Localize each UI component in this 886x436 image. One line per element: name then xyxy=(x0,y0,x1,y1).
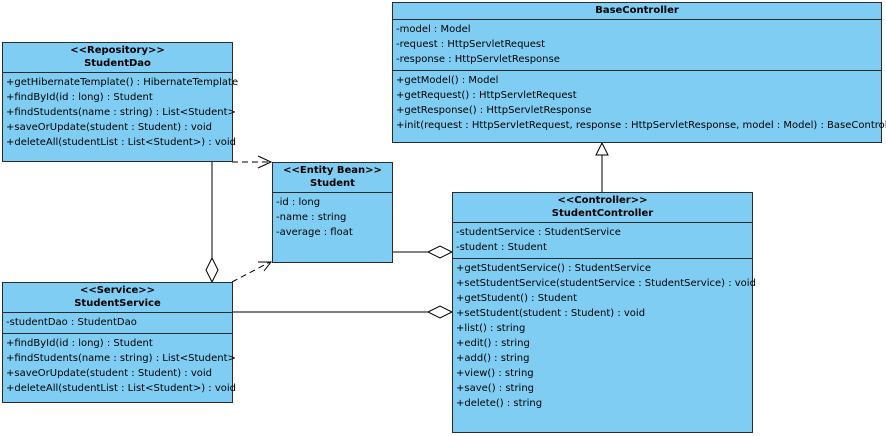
aggregation-diamond-controller-student xyxy=(426,245,454,259)
class-name: BaseController xyxy=(595,5,679,16)
attribute: -studentDao : StudentDao xyxy=(6,317,137,328)
operation: +setStudentService(studentService : Stud… xyxy=(456,278,756,289)
dependency-arrowhead-dao xyxy=(257,155,273,169)
operations-section: +findById(id : long) : Student +findStud… xyxy=(3,334,237,399)
class-header: <<Controller>> StudentController xyxy=(453,193,752,223)
class-header: <<Entity Bean>> Student xyxy=(273,163,392,193)
operation: +findStudents(name : string) : List<Stud… xyxy=(6,353,236,364)
class-student-service[interactable]: <<Service>> StudentService -studentDao :… xyxy=(2,282,237,403)
operation: +getStudent() : Student xyxy=(456,293,578,304)
class-student[interactable]: <<Entity Bean>> Student -id : long -name… xyxy=(272,162,393,263)
operation: +findById(id : long) : Student xyxy=(6,92,153,103)
class-student-controller[interactable]: <<Controller>> StudentController -studen… xyxy=(452,192,756,433)
operation: +add() : string xyxy=(456,353,530,364)
class-stereotype: <<Controller>> xyxy=(557,195,648,206)
dependency-line-service-student xyxy=(231,261,271,283)
attributes-section: -model : Model -request : HttpServletReq… xyxy=(393,20,881,71)
class-name: StudentService xyxy=(74,298,161,309)
attribute: -studentService : StudentService xyxy=(456,227,621,238)
operation: +deleteAll(studentList : List<Student>) … xyxy=(6,383,237,394)
operation: +getResponse() : HttpServletResponse xyxy=(396,105,592,116)
attribute: -model : Model xyxy=(396,24,471,35)
operation: +getRequest() : HttpServletRequest xyxy=(396,90,577,101)
aggregation-diamond-controller-service xyxy=(426,305,454,319)
operation: +findStudents(name : string) : List<Stud… xyxy=(6,107,236,118)
attribute: -request : HttpServletRequest xyxy=(396,39,546,50)
operations-section: +getModel() : Model +getRequest() : Http… xyxy=(393,71,886,136)
operation: +saveOrUpdate(student : Student) : void xyxy=(6,122,212,133)
operation: +save() : string xyxy=(456,383,535,394)
attributes-section: -studentService : StudentService -studen… xyxy=(453,223,752,259)
class-header: <<Service>> StudentService xyxy=(3,283,232,313)
operation: +getModel() : Model xyxy=(396,75,499,86)
attribute: -average : float xyxy=(276,227,353,238)
class-name: StudentController xyxy=(551,208,654,219)
attributes-section: -id : long -name : string -average : flo… xyxy=(273,193,392,243)
class-stereotype: <<Service>> xyxy=(79,285,156,296)
class-header: <<Repository>> StudentDao xyxy=(3,43,232,73)
aggregation-diamond-service xyxy=(205,256,219,284)
class-header: BaseController xyxy=(393,3,881,20)
class-stereotype: <<Repository>> xyxy=(70,45,165,56)
attribute: -name : string xyxy=(276,212,347,223)
attribute: -id : long xyxy=(276,197,321,208)
operation: +view() : string xyxy=(456,368,534,379)
class-student-dao[interactable]: <<Repository>> StudentDao +getHibernateT… xyxy=(2,42,239,162)
class-stereotype: <<Entity Bean>> xyxy=(283,165,382,176)
operation: +edit() : string xyxy=(456,338,530,349)
operation: +setStudent(student : Student) : void xyxy=(456,308,646,319)
attribute: -student : Student xyxy=(456,242,547,253)
operation: +deleteAll(studentList : List<Student>) … xyxy=(6,137,237,148)
dependency-arrowhead-service xyxy=(258,261,273,272)
operation: +findById(id : long) : Student xyxy=(6,338,153,349)
operations-section: +getHibernateTemplate() : HibernateTempl… xyxy=(3,73,239,153)
operation: +delete() : string xyxy=(456,398,543,409)
class-name: Student xyxy=(310,178,355,189)
attributes-section: -studentDao : StudentDao xyxy=(3,313,232,334)
class-base-controller[interactable]: BaseController -model : Model -request :… xyxy=(392,2,886,143)
operation: +getHibernateTemplate() : HibernateTempl… xyxy=(6,77,239,88)
class-name: StudentDao xyxy=(84,58,151,69)
attribute: -response : HttpServletResponse xyxy=(396,54,560,65)
operation: +getStudentService() : StudentService xyxy=(456,263,651,274)
operation: +init(request : HttpServletRequest, resp… xyxy=(396,120,886,131)
operations-section: +getStudentService() : StudentService +s… xyxy=(453,259,756,414)
operation: +list() : string xyxy=(456,323,526,334)
generalization-arrowhead xyxy=(595,141,609,156)
operation: +saveOrUpdate(student : Student) : void xyxy=(6,368,212,379)
